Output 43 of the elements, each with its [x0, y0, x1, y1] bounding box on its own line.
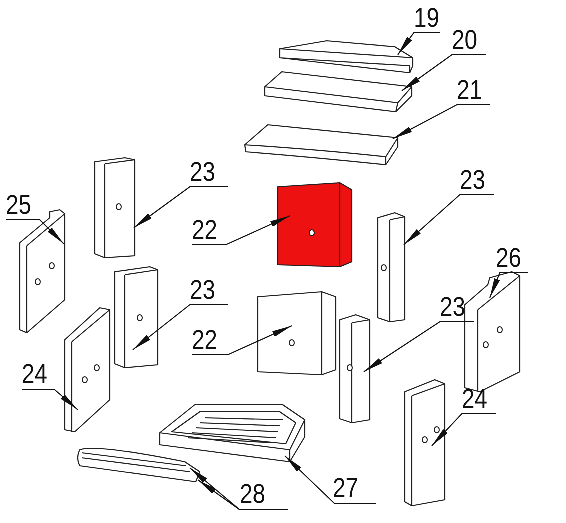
- leader-line: [404, 194, 494, 246]
- leader-line: [132, 304, 228, 350]
- brick-drawing: [339, 314, 371, 424]
- leader-line: [364, 321, 474, 372]
- callout-number: 23: [190, 276, 216, 304]
- leader-line: [192, 326, 292, 356]
- back-plate-drawing: [277, 182, 353, 268]
- leader-line: [134, 186, 228, 228]
- leader-line: [198, 480, 288, 511]
- callout-number: 27: [333, 474, 359, 502]
- callout-number: 23: [190, 158, 216, 186]
- callout-number: 23: [460, 166, 486, 194]
- leader-line: [284, 456, 376, 505]
- callout-number: 25: [6, 191, 32, 219]
- leader-line: [432, 413, 496, 446]
- slab-drawing: [244, 124, 399, 166]
- leader-line: [402, 54, 486, 92]
- side-plate-drawing: [404, 379, 446, 507]
- callout-number: 19: [414, 4, 440, 32]
- callout-number: 21: [457, 76, 483, 104]
- callout-number: 23: [440, 293, 466, 321]
- slab-drawing: [264, 71, 413, 113]
- callout-number: 22: [192, 216, 218, 244]
- slab-drawing: [279, 40, 414, 74]
- leader-line: [489, 272, 528, 298]
- brick-drawing: [114, 266, 159, 369]
- tongs-drawing: [77, 448, 201, 483]
- leader-line: [22, 389, 78, 410]
- callout-number: 28: [240, 480, 266, 508]
- leader-line: [398, 32, 440, 56]
- callout-number: 24: [22, 360, 48, 388]
- callout-number: 24: [462, 385, 488, 413]
- grate-tray-drawing: [159, 404, 306, 463]
- brick-drawing: [94, 157, 136, 259]
- leader-line: [192, 216, 290, 246]
- callout-number: 20: [452, 26, 478, 54]
- leader-line: [392, 104, 490, 140]
- brick-drawing: [377, 212, 406, 323]
- back-plate-drawing: [257, 291, 337, 376]
- leader-line: [6, 219, 64, 244]
- callout-number: 22: [192, 326, 218, 354]
- callout-number: 26: [496, 244, 522, 272]
- side-plate-drawing: [64, 307, 111, 433]
